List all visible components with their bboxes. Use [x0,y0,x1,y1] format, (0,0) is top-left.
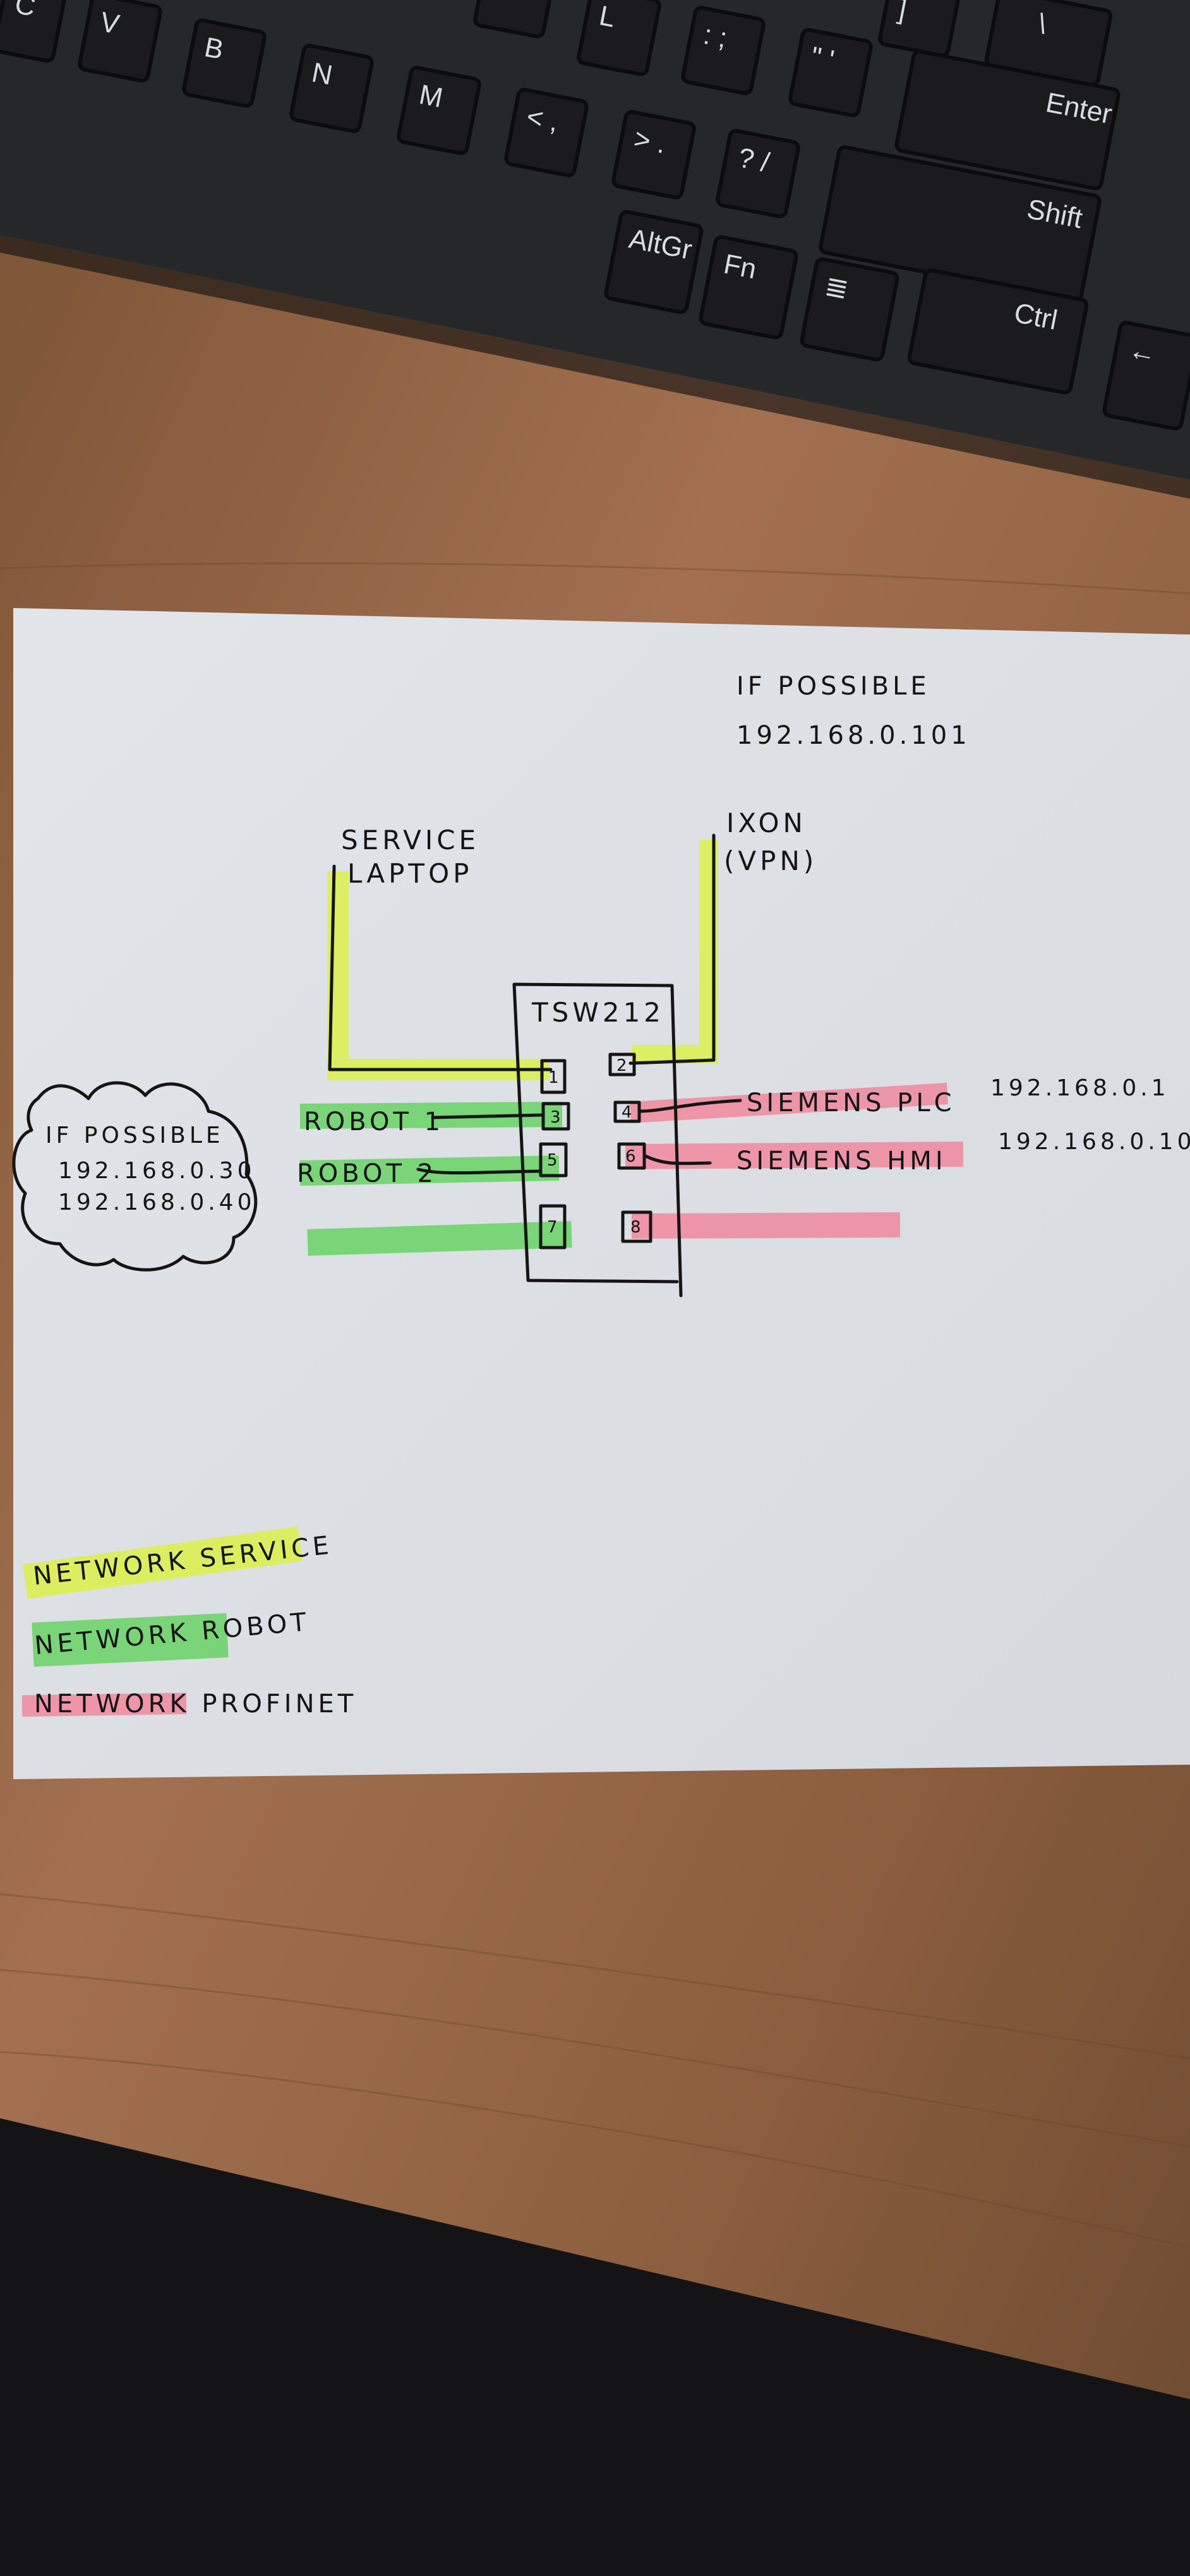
siemens-hmi-label: SIEMENS HMI [736,1147,947,1176]
key-label: ? / [736,142,772,179]
port-1-label: 1 [548,1068,559,1087]
ixon-label-line2: (VPN) [724,845,817,876]
keyboard-key: " ' [788,28,873,117]
key-cap [878,0,960,57]
dark-floor-area [0,2118,1190,2576]
keyboard-key: C [0,0,68,63]
robot2-cable [416,1167,543,1175]
cloud-note-line1: IF POSSIBLE [45,1123,224,1148]
port7-highlight [307,1221,572,1256]
robot1-label: ROBOT 1 [304,1107,444,1136]
key-cap [78,0,162,83]
key-cap [604,210,704,314]
siemens-plc-label: SIEMENS PLC [747,1088,956,1118]
keyboard-key: K [473,0,556,39]
service-laptop-cable [328,864,553,1071]
keyboard-key: B [182,18,267,108]
keyboard-key: Fn [699,235,798,340]
ixon-label-line1: IXON [726,808,807,838]
robot2-label: ROBOT 2 [297,1159,437,1188]
key-cap [907,268,1089,395]
robot1-cable [431,1113,545,1119]
legend-profinet-swatch [21,1693,187,1717]
key-label: Fn [721,248,759,285]
port8-highlight [631,1212,901,1239]
siemens-plc-highlight [629,1083,949,1123]
keyboard-key: Ctrl [907,268,1089,395]
legend-robot-swatch [32,1613,229,1667]
service-laptop-label-line1: SERVICE [341,825,479,856]
switch-box [512,982,683,1297]
paper-sheet [13,608,1190,1779]
port-2: 2 [608,1052,636,1076]
ixon-cable [628,833,716,1065]
legend-profinet-label: NETWORK PROFINET [34,1690,357,1719]
port-5-label: 5 [547,1151,558,1170]
key-cap [289,44,374,133]
cloud-note-ip1: 192.168.0.30 [58,1158,255,1184]
port-7: 7 [539,1204,567,1249]
port-2-label: 2 [616,1056,627,1075]
network-diagram: IF POSSIBLE 192.168.0.101 SERVICE LAPTOP… [12,672,1190,1297]
siemens-plc-cable [637,1099,742,1113]
keyboard-key: Enter [894,49,1121,191]
key-cap [504,88,589,177]
top-note-line1: IF POSSIBLE [736,672,930,701]
keyboard-key: N [289,44,374,133]
port-8-label: 8 [630,1218,641,1237]
keyboard-key: : ; [681,6,766,95]
port-7-label: 7 [547,1218,558,1237]
key-label: ← [1126,334,1160,369]
key-cap [397,66,481,155]
key-cap [681,6,766,95]
port-6-label: 6 [625,1147,636,1166]
keyboard-key: ← [1102,321,1190,431]
key-cap [577,0,661,76]
port-8: 8 [621,1210,652,1243]
siemens-hmi-highlight [625,1142,964,1169]
ixon-highlight [632,840,718,1064]
switch-ports: 1 2 3 4 5 6 7 8 [539,1052,652,1249]
legend: NETWORK SERVICE NETWORK ROBOT NETWORK PR… [21,1526,357,1719]
wood-grain [0,562,1190,2249]
key-cap [473,0,556,39]
keyboard-key: L [577,0,661,76]
key-cap [0,0,68,63]
siemens-plc-ip: 192.168.0.1 [990,1075,1170,1101]
port-1: 1 [540,1059,567,1094]
keyboard-key: < , [504,88,589,177]
key-cap [800,257,899,362]
keyboard-key: > . [611,110,696,200]
legend-service-swatch [23,1526,303,1599]
keyboard-key: M [397,66,481,155]
key-cap [182,18,267,108]
switch-name: TSW212 [531,997,664,1028]
port-5: 5 [539,1142,568,1178]
port-3-label: 3 [550,1108,561,1127]
key-cap [894,49,1121,191]
keyboard-edge-shadow [0,235,1190,499]
keyboard-key: ] [878,0,960,57]
service-laptop-label-line2: LAPTOP [347,858,472,889]
cloud-note-outline [12,1081,258,1272]
key-cap [788,28,873,117]
key-label: < , [524,101,562,138]
top-note-ip: 192.168.0.101 [736,721,971,750]
key-label: > . [632,123,669,160]
keyboard-key: AltGr [604,210,704,314]
key-cap [699,235,798,340]
siemens-hmi-cable [642,1154,712,1166]
key-cap [1102,321,1190,431]
key-cap [716,129,800,218]
keyboard-key: ≣ [800,257,899,362]
keyboard-key: V [78,0,162,83]
key-label: ≣ [822,270,851,305]
keyboard-key: ? / [716,129,800,218]
port-4-label: 4 [622,1103,632,1122]
cloud-note-ip2: 192.168.0.40 [58,1190,255,1215]
key-cap [611,110,696,200]
siemens-hmi-ip: 192.168.0.10 [998,1129,1190,1155]
